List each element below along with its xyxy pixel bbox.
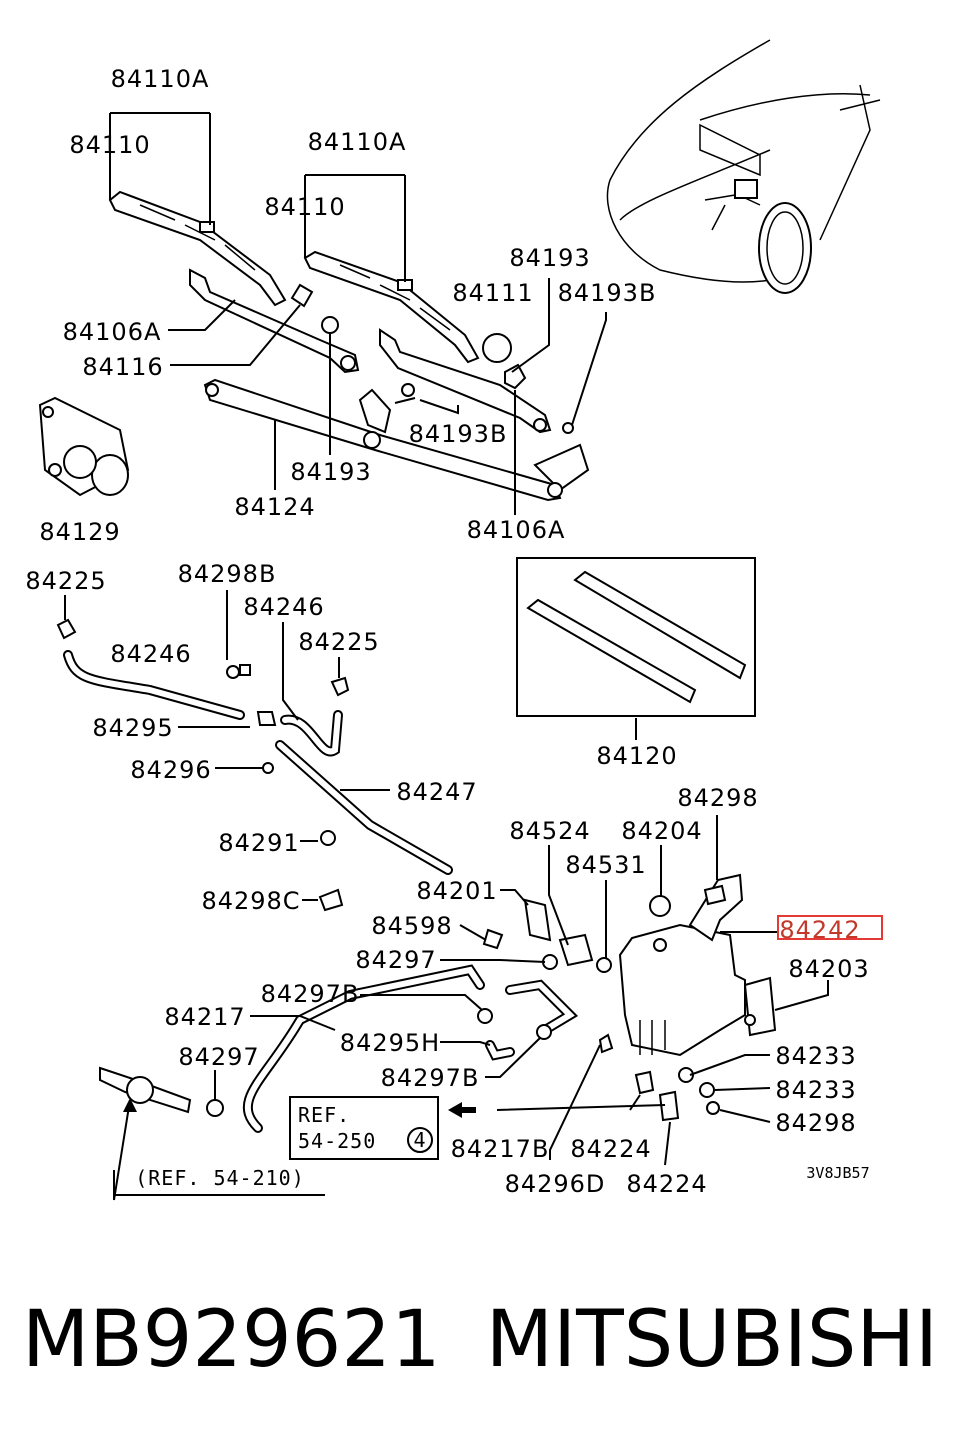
label-84242-highlighted: 84242 <box>779 916 860 944</box>
label-84295: 84295 <box>92 714 173 742</box>
label-84225-1: 84225 <box>25 567 106 595</box>
label-84224-1: 84224 <box>570 1135 651 1163</box>
label-84296D: 84296D <box>505 1170 606 1198</box>
label-84110-2: 84110 <box>264 193 345 221</box>
label-84193B-1: 84193B <box>558 279 657 307</box>
label-84204: 84204 <box>621 817 702 845</box>
highlight-box-84242 <box>777 915 883 940</box>
wiper-motor <box>38 396 130 497</box>
label-84111: 84111 <box>452 279 533 307</box>
label-84297B-1: 84297B <box>261 980 360 1008</box>
nozzle-rod <box>99 1066 192 1114</box>
label-84298B: 84298B <box>178 560 277 588</box>
arm-caps-and-nuts <box>290 283 574 434</box>
label-84116: 84116 <box>82 353 163 381</box>
drawing-code: 3V8JB57 <box>806 1164 869 1182</box>
label-84298-2: 84298 <box>775 1109 856 1137</box>
ref-box-circle-number: 4 <box>413 1128 426 1152</box>
wiper-refill-box <box>516 557 756 740</box>
vehicle-locator-illustration <box>606 39 881 294</box>
ref-box-line2: 54-250 <box>298 1129 376 1153</box>
label-84217: 84217 <box>164 1003 245 1031</box>
wiper-arm-left <box>189 268 360 374</box>
label-84298C: 84298C <box>201 887 300 915</box>
ref-box-line1: REF. <box>298 1103 350 1127</box>
label-84297-2: 84297 <box>178 1043 259 1071</box>
label-84110-1: 84110 <box>69 131 150 159</box>
arrow-up-nozzle <box>123 1098 137 1112</box>
label-84193-2: 84193 <box>290 458 371 486</box>
reference-arrow <box>448 1102 476 1118</box>
label-84246-2: 84246 <box>110 640 191 668</box>
wiper-arm-right <box>379 328 552 434</box>
wiper-linkage <box>203 378 590 502</box>
label-84246-1: 84246 <box>243 593 324 621</box>
washer-hoses <box>63 650 579 1133</box>
washer-reservoir-tank <box>618 873 777 1122</box>
label-84225-2: 84225 <box>298 628 379 656</box>
reference-box <box>289 1096 439 1160</box>
label-84120: 84120 <box>596 742 677 770</box>
label-84298-1: 84298 <box>677 784 758 812</box>
label-84233-1: 84233 <box>775 1042 856 1070</box>
label-84531: 84531 <box>565 851 646 879</box>
label-84296: 84296 <box>130 756 211 784</box>
label-84297-1: 84297 <box>355 946 436 974</box>
label-84217B: 84217B <box>451 1135 550 1163</box>
label-84295H: 84295H <box>340 1029 440 1057</box>
label-84291: 84291 <box>218 829 299 857</box>
label-84193-1: 84193 <box>509 244 590 272</box>
label-84193B-2: 84193B <box>409 420 508 448</box>
label-84106A-2: 84106A <box>467 516 566 544</box>
wiper-blade-left <box>108 190 287 307</box>
label-84598: 84598 <box>371 912 452 940</box>
label-84110A-2: 84110A <box>308 128 407 156</box>
footer-part-number: MB929621 <box>22 1295 441 1385</box>
label-84297B-2: 84297B <box>381 1064 480 1092</box>
leader-lines-top <box>109 112 607 515</box>
label-84129: 84129 <box>39 518 120 546</box>
label-84124: 84124 <box>234 493 315 521</box>
wiper-blade-right <box>303 250 480 364</box>
label-84524: 84524 <box>509 817 590 845</box>
label-84201: 84201 <box>416 877 497 905</box>
label-84224-2: 84224 <box>626 1170 707 1198</box>
label-84110A-1: 84110A <box>111 65 210 93</box>
label-84203: 84203 <box>788 955 869 983</box>
label-84233-2: 84233 <box>775 1076 856 1104</box>
footer-brand: MITSUBISHI <box>486 1295 938 1385</box>
label-84106A-1: 84106A <box>63 318 162 346</box>
label-84247: 84247 <box>396 778 477 806</box>
ref-54-210-label: (REF. 54-210) <box>135 1166 305 1190</box>
